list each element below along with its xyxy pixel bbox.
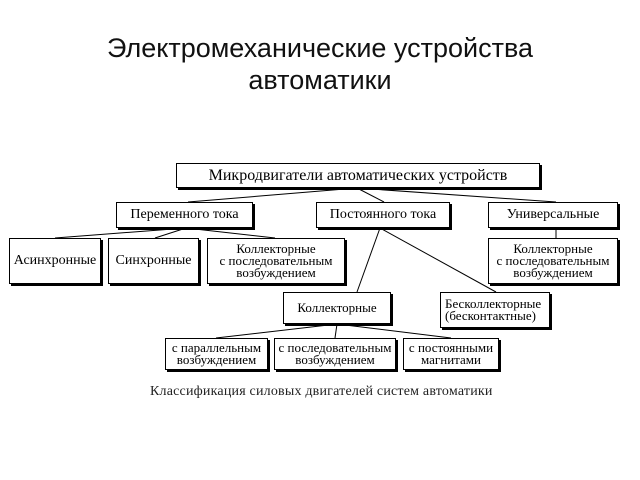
node-universal-collector-line3: возбуждением [513,265,593,280]
connector-root-ac [187,187,358,203]
node-permanent-line1: с постоянными [408,340,494,355]
diagram-caption: Классификация силовых двигателей систем … [150,384,493,399]
node-universal-collector-line1: Коллекторные [513,241,593,256]
node-parallel-line1: с параллельным [171,340,262,355]
node-ac: Переменного тока [116,202,253,228]
node-permanent-line2: магнитами [421,352,481,367]
node-universal: Универсальные [488,202,618,228]
connector-ac-sync [154,227,187,239]
node-dc-brushless-line1: Бесколлекторные [445,296,542,311]
node-sync: Синхронные [108,238,199,284]
node-async: Асинхронные [9,238,101,284]
connector-ac-collector [185,227,276,239]
node-universal-label: Универсальные [506,207,600,222]
node-dc-brushless: Бесколлекторные (бесконтактные) [440,292,550,328]
connector-ac-async [54,227,187,239]
connector-root-dc [356,187,385,203]
node-dc-collector-label: Коллекторные [297,300,377,315]
node-universal-collector: Коллекторные с последовательным возбужде… [488,238,618,284]
node-universal-collector-line2: с последовательным [496,253,610,268]
node-microdrives-label: Микродвигатели автоматических устройств [208,166,508,184]
slide-title: Электромеханические устройства автоматик… [0,32,640,96]
node-dc-collector: Коллекторные [283,292,391,324]
slide-title-line1: Электромеханические устройства [106,33,534,63]
node-ac-label: Переменного тока [130,207,239,222]
connector-collector-serial [334,323,338,339]
node-dc: Постоянного тока [316,202,450,228]
node-ac-collector-line3: возбуждением [236,265,316,280]
node-parallel: с параллельным возбуждением [165,338,268,370]
connector-dc-brushless [379,227,497,293]
node-microdrives: Микродвигатели автоматических устройств [176,163,540,188]
connector-collector-parallel [215,323,338,339]
node-serial-line1: с последовательным [278,340,392,355]
connector-dc-collector [356,227,381,293]
connector-collector-permanent [336,323,452,339]
node-parallel-line2: возбуждением [176,352,257,367]
node-ac-collector-line1: Коллекторные [236,241,316,256]
node-dc-brushless-line2: (бесконтактные) [445,308,536,323]
node-permanent: с постоянными магнитами [403,338,499,370]
node-ac-collector-line2: с последовательным [219,253,333,268]
slide-title-line2: автоматики [248,65,392,95]
connector-root-universal [356,187,557,203]
node-serial-line2: возбуждением [295,352,375,367]
node-ac-collector: Коллекторные с последовательным возбужде… [207,238,345,284]
node-async-label: Асинхронные [13,253,97,268]
node-serial: с последовательным возбуждением [274,338,396,370]
node-dc-label: Постоянного тока [329,207,437,222]
node-sync-label: Синхронные [115,253,192,268]
